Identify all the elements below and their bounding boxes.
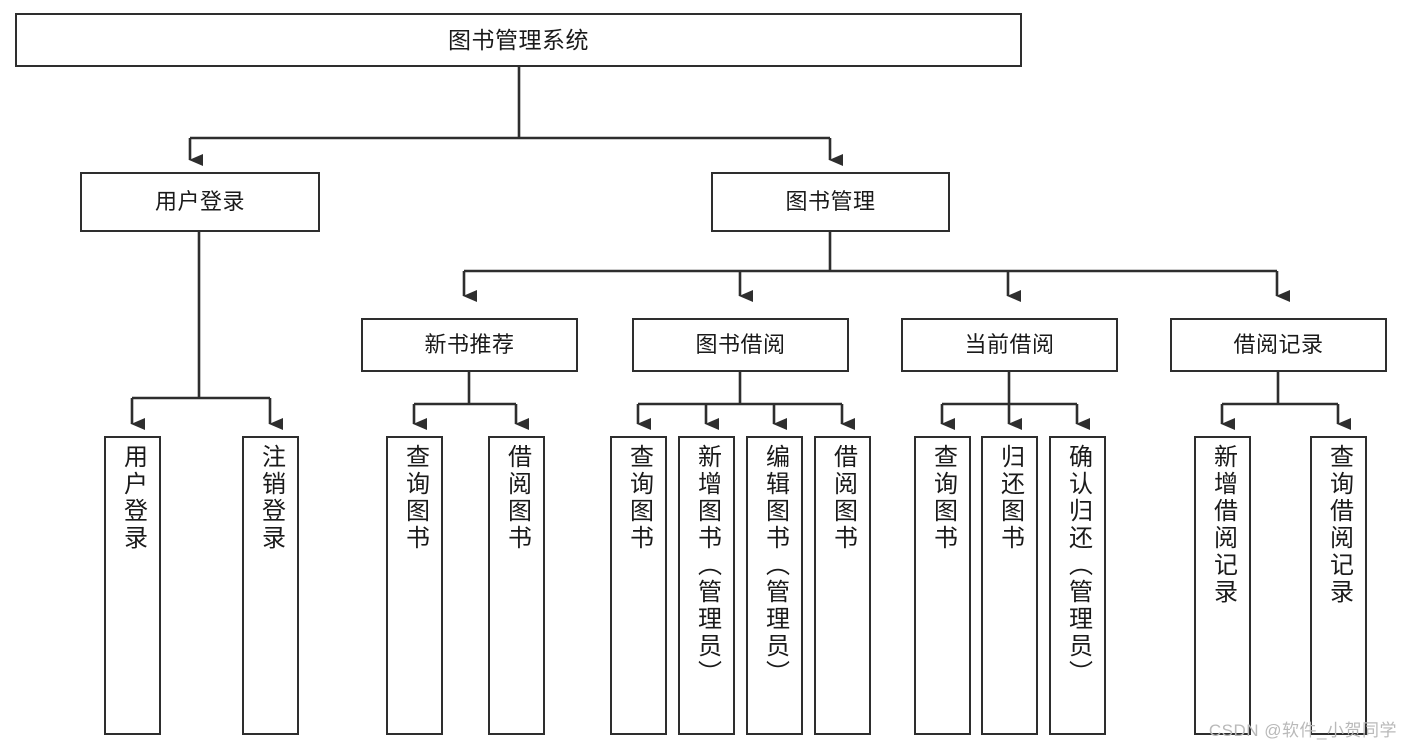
node-leaf-add-book[interactable]: 新增图书（管理员） [678, 436, 735, 735]
node-leaf-edit-book[interactable]: 编辑图书（管理员） [746, 436, 803, 735]
node-new-book-recommend[interactable]: 新书推荐 [361, 318, 578, 372]
csdn-watermark: CSDN @软件_小贺同学 [1208, 721, 1397, 740]
node-leaf-edit-book-label: 编辑图书（管理员） [761, 444, 789, 687]
node-book-borrow[interactable]: 图书借阅 [632, 318, 849, 372]
node-current-borrow-label: 当前借阅 [964, 332, 1055, 357]
node-leaf-borrow-book-2-label: 借阅图书 [829, 444, 857, 552]
node-leaf-logout[interactable]: 注销登录 [242, 436, 299, 735]
node-book-management-label: 图书管理 [785, 189, 876, 214]
node-leaf-query-book-2[interactable]: 查询图书 [610, 436, 667, 735]
node-leaf-add-record[interactable]: 新增借阅记录 [1194, 436, 1251, 735]
node-leaf-return-book[interactable]: 归还图书 [981, 436, 1038, 735]
node-leaf-query-book-2-label: 查询图书 [625, 444, 653, 552]
node-leaf-query-record-label: 查询借阅记录 [1325, 444, 1353, 606]
node-book-management[interactable]: 图书管理 [711, 172, 950, 232]
node-leaf-query-book-3-label: 查询图书 [929, 444, 957, 552]
node-leaf-confirm-return-label: 确认归还（管理员） [1064, 444, 1092, 687]
node-leaf-add-record-label: 新增借阅记录 [1209, 444, 1237, 606]
node-leaf-return-book-label: 归还图书 [996, 444, 1024, 552]
node-borrow-record[interactable]: 借阅记录 [1170, 318, 1387, 372]
node-leaf-borrow-book-1-label: 借阅图书 [503, 444, 531, 552]
node-current-borrow[interactable]: 当前借阅 [901, 318, 1118, 372]
node-leaf-query-book-3[interactable]: 查询图书 [914, 436, 971, 735]
node-user-login-label: 用户登录 [154, 189, 245, 214]
node-leaf-user-login-label: 用户登录 [119, 444, 147, 552]
node-leaf-borrow-book-1[interactable]: 借阅图书 [488, 436, 545, 735]
node-leaf-user-login[interactable]: 用户登录 [104, 436, 161, 735]
node-leaf-query-book-1-label: 查询图书 [401, 444, 429, 552]
node-leaf-add-book-label: 新增图书（管理员） [693, 444, 721, 687]
node-leaf-logout-label: 注销登录 [257, 444, 285, 552]
node-book-borrow-label: 图书借阅 [695, 332, 786, 357]
node-root-label: 图书管理系统 [448, 26, 589, 53]
node-leaf-borrow-book-2[interactable]: 借阅图书 [814, 436, 871, 735]
node-user-login[interactable]: 用户登录 [80, 172, 320, 232]
node-leaf-query-book-1[interactable]: 查询图书 [386, 436, 443, 735]
node-root-book-management-system[interactable]: 图书管理系统 [15, 13, 1022, 67]
node-leaf-query-record[interactable]: 查询借阅记录 [1310, 436, 1367, 735]
node-borrow-record-label: 借阅记录 [1233, 332, 1324, 357]
node-new-book-recommend-label: 新书推荐 [424, 332, 515, 357]
node-leaf-confirm-return[interactable]: 确认归还（管理员） [1049, 436, 1106, 735]
